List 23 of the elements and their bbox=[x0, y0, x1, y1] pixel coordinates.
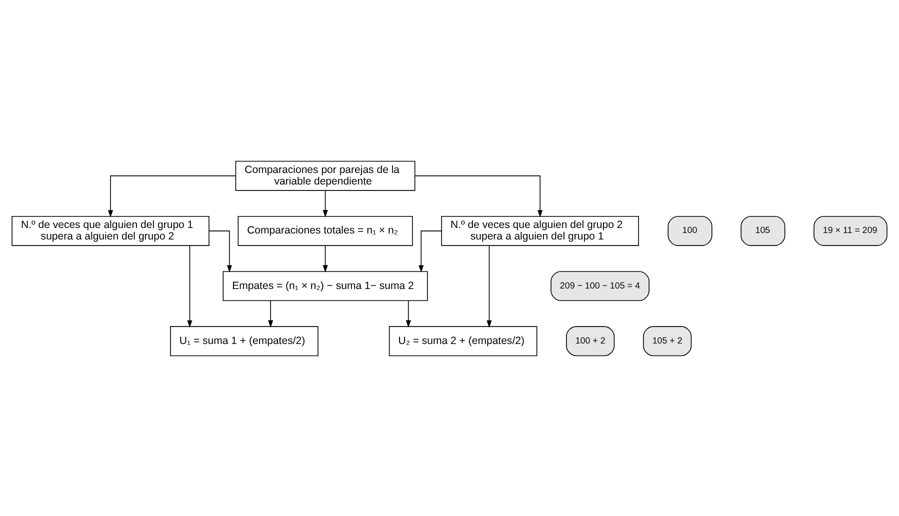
arrow bbox=[414, 174, 543, 217]
node-box: U₁ = suma 1 + (empates/2) bbox=[170, 326, 318, 356]
node-box: U₂ = suma 2 + (empates/2) bbox=[388, 326, 538, 356]
arrow bbox=[322, 244, 328, 272]
arrow bbox=[208, 230, 232, 272]
arrow bbox=[322, 190, 328, 217]
arrow bbox=[418, 230, 442, 272]
node-box: N.º de veces que alguien del grupo 1 supera a alguien del grupo 2 bbox=[12, 215, 210, 246]
arrow bbox=[268, 300, 274, 328]
node-box: 209 − 100 − 105 = 4 bbox=[550, 270, 650, 301]
arrow bbox=[486, 244, 492, 328]
node-box: Comparaciones totales = n₁ × n₂ bbox=[238, 215, 413, 246]
node-box: 105 + 2 bbox=[643, 326, 692, 356]
node-box: 100 + 2 bbox=[566, 326, 615, 356]
node-box: Comparaciones por parejas de la variable dependiente bbox=[235, 160, 416, 190]
arrow bbox=[406, 300, 411, 328]
arrow bbox=[108, 174, 236, 217]
node-box: 105 bbox=[740, 215, 786, 246]
arrow bbox=[187, 244, 192, 328]
node-box: Empates = (n₁ × n₂) − suma 1− suma 2 bbox=[222, 270, 428, 301]
node-box: 19 × 11 = 209 bbox=[814, 215, 888, 246]
node-box: N.º de veces que alguien del grupo 2 supera a alguien del grupo 1 bbox=[441, 215, 639, 246]
node-box: 100 bbox=[668, 215, 712, 246]
